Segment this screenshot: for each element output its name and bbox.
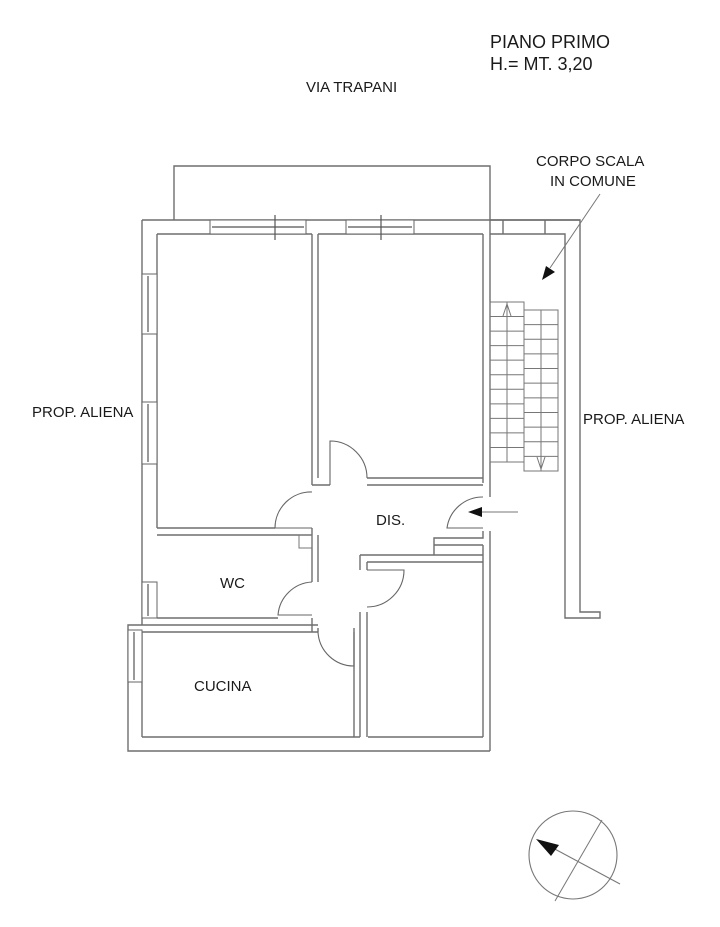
compass-icon <box>528 810 621 902</box>
stair-leader-arrow-icon <box>542 266 555 280</box>
doors <box>274 440 484 667</box>
stair-leader-line <box>549 193 601 269</box>
stair-label-line2: IN COMUNE <box>550 173 636 190</box>
floor-title: PIANO PRIMO <box>490 32 610 52</box>
stair-label-line1: CORPO SCALA <box>536 153 644 170</box>
interior-walls <box>142 234 484 737</box>
windows-left <box>127 273 158 683</box>
balcony <box>173 165 491 220</box>
windows-top <box>209 215 415 240</box>
entrance-arrow-icon <box>468 507 518 517</box>
room-label-cucina: CUCINA <box>194 678 252 695</box>
room-label-dis: DIS. <box>376 512 405 529</box>
left-neighbor-label: PROP. ALIENA <box>32 404 133 421</box>
floor-height: H.= MT. 3,20 <box>490 54 593 74</box>
staircase-icon <box>489 219 601 619</box>
room-label-wc: WC <box>220 575 245 592</box>
street-label: VIA TRAPANI <box>306 79 397 96</box>
right-neighbor-label: PROP. ALIENA <box>583 411 684 428</box>
